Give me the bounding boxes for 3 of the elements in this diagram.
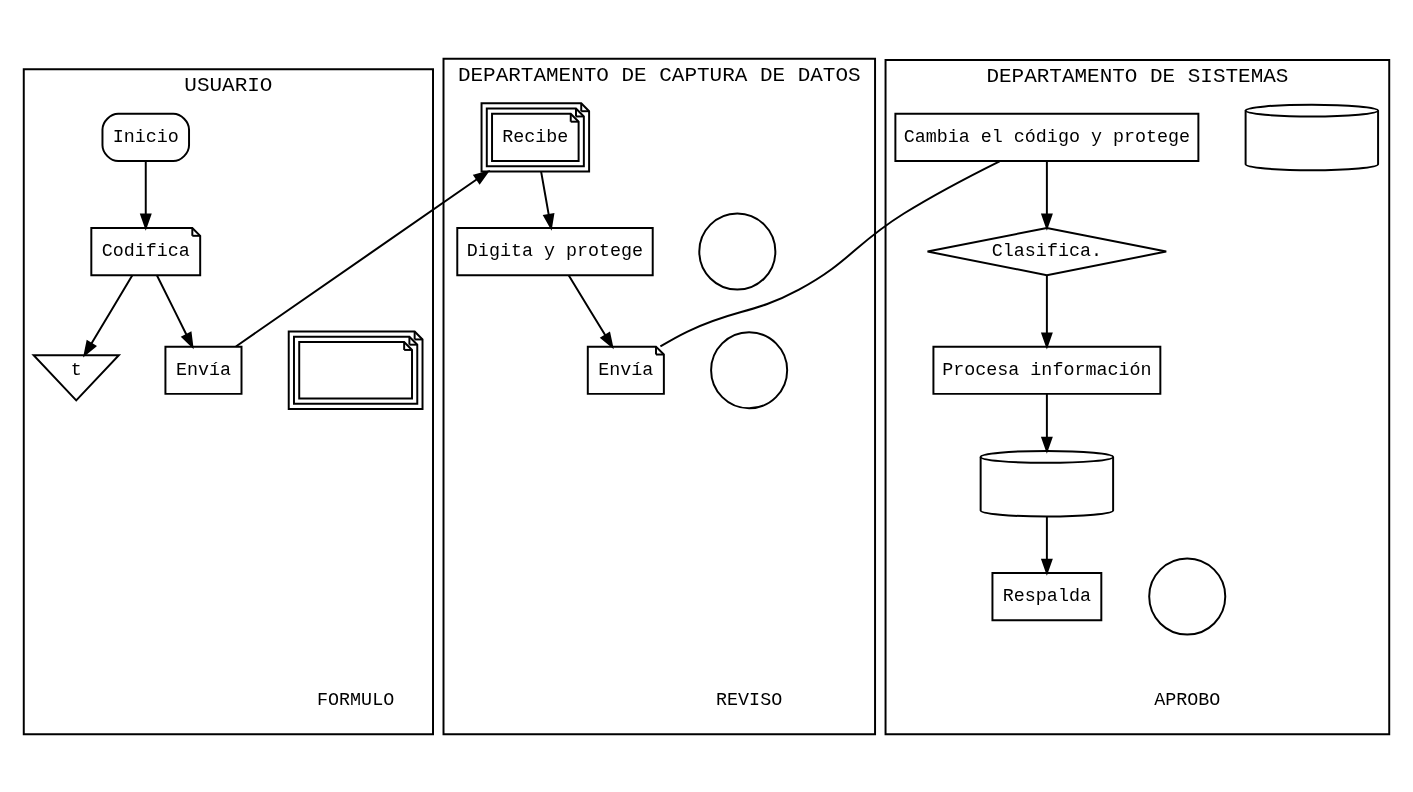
label: FORMULO xyxy=(317,689,395,711)
label: APROBO xyxy=(1154,689,1221,711)
label: REVISO xyxy=(716,689,783,711)
